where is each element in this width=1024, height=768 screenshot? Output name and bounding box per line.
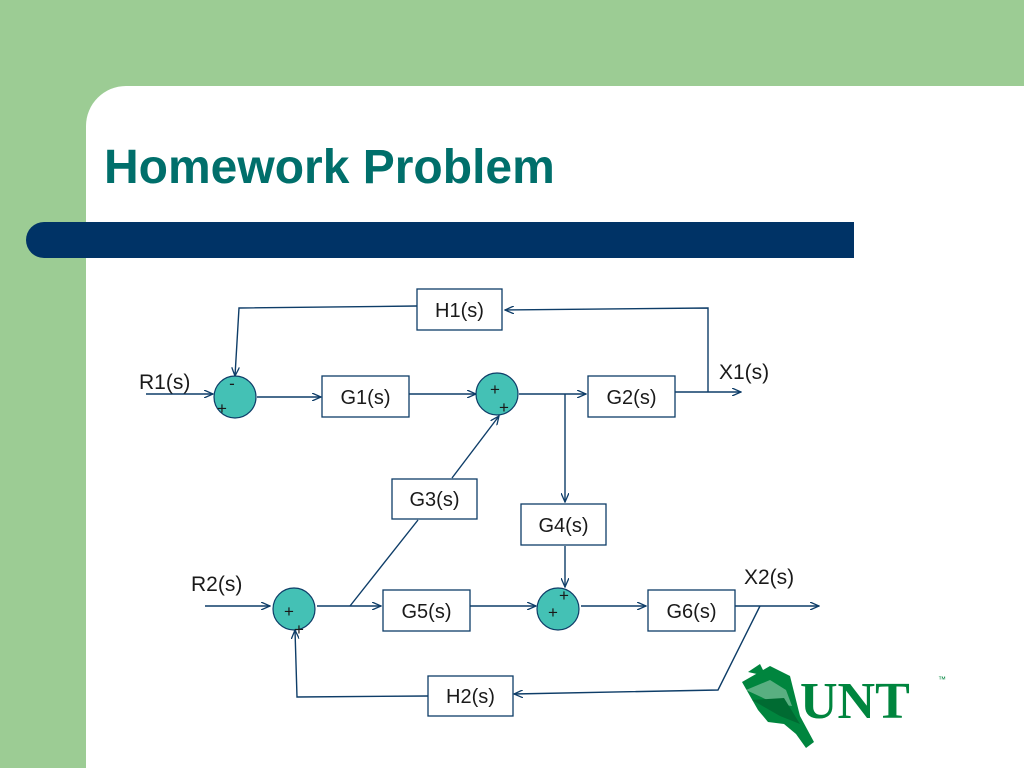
- junction-2-sign-bottom: +: [499, 398, 509, 417]
- junction-4-sign-left: +: [548, 603, 558, 622]
- signal-r2-label: R2(s): [191, 573, 242, 596]
- block-g2: G2(s): [587, 375, 676, 418]
- unt-logo: UNT ™: [742, 664, 946, 748]
- signal-r1-label: R1(s): [139, 371, 190, 394]
- summing-junction-3: + +: [272, 587, 316, 639]
- junction-3-sign-bottom: +: [294, 620, 304, 639]
- unt-trademark: ™: [938, 675, 946, 684]
- block-g6-label: G6(s): [667, 601, 717, 623]
- wire-to-g3: [349, 519, 419, 607]
- title-underline-bar: [26, 222, 854, 258]
- block-g5-label: G5(s): [402, 601, 452, 623]
- wire-h2-to-s3: [295, 630, 429, 698]
- slide-title: Homework Problem: [104, 141, 555, 194]
- summing-junction-4: + +: [536, 586, 580, 631]
- summing-junction-2: + +: [475, 372, 519, 417]
- wire-x2-to-h2: [514, 605, 761, 694]
- block-h1-label: H1(s): [435, 300, 484, 322]
- junction-2-sign-top: +: [490, 380, 500, 399]
- block-g5: G5(s): [382, 589, 471, 632]
- block-g1-label: G1(s): [341, 387, 391, 409]
- block-g4-label: G4(s): [539, 515, 589, 537]
- block-g3-label: G3(s): [410, 489, 460, 511]
- eagle-icon: [742, 664, 814, 748]
- junction-1-sign-top: -: [229, 374, 235, 393]
- block-g1: G1(s): [321, 375, 410, 418]
- block-h1: H1(s): [416, 288, 503, 331]
- unt-logo-text: UNT: [800, 673, 910, 730]
- block-g4: G4(s): [520, 503, 607, 546]
- block-g6: G6(s): [647, 589, 736, 632]
- wire-h1-to-s1: [235, 305, 418, 376]
- wire-x1-to-h1: [505, 308, 709, 392]
- block-g3: G3(s): [391, 478, 478, 520]
- block-g2-label: G2(s): [607, 387, 657, 409]
- block-h2: H2(s): [427, 675, 514, 717]
- summing-junction-1: - +: [213, 374, 257, 419]
- slide-background: [86, 86, 1024, 768]
- signal-x2-label: X2(s): [744, 566, 794, 589]
- signal-x1-label: X1(s): [719, 361, 769, 384]
- signal-wires: [146, 305, 819, 698]
- junction-1-sign-bottom: +: [217, 399, 227, 418]
- junction-4-sign-top: +: [559, 586, 569, 605]
- block-h2-label: H2(s): [446, 686, 495, 708]
- junction-3-sign-left: +: [284, 602, 294, 621]
- wire-g3-to-s2: [451, 416, 499, 479]
